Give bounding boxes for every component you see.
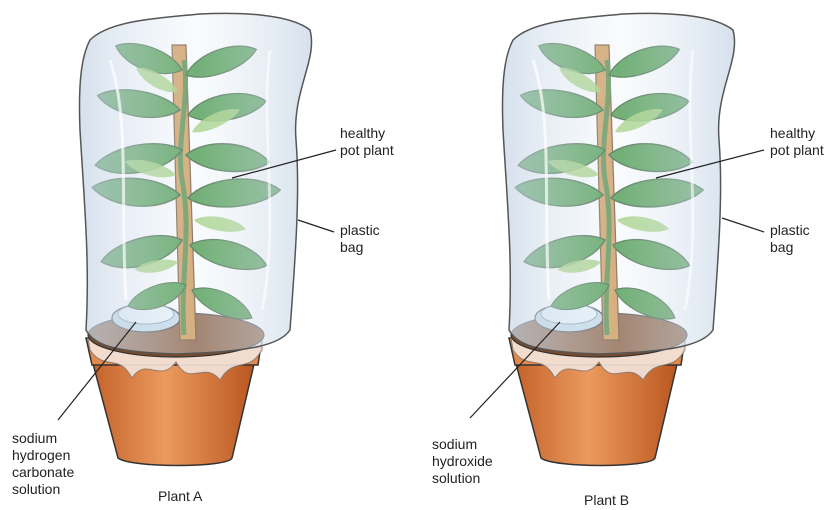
plant-b-label-solution: sodium hydroxide solution xyxy=(432,436,493,487)
plant-b-caption: Plant B xyxy=(584,492,629,509)
plant-a-illustration xyxy=(79,13,311,465)
plant-a-label-bag: plastic bag xyxy=(340,222,380,256)
plant-b-illustration xyxy=(502,13,734,465)
plant-b-label-plant: healthy pot plant xyxy=(770,125,824,159)
plant-b-label-bag: plastic bag xyxy=(770,222,810,256)
plant-a-label-plant: healthy pot plant xyxy=(340,125,394,159)
plant-a-label-solution: sodium hydrogen carbonate solution xyxy=(12,430,74,498)
plant-a-caption: Plant A xyxy=(158,488,202,505)
